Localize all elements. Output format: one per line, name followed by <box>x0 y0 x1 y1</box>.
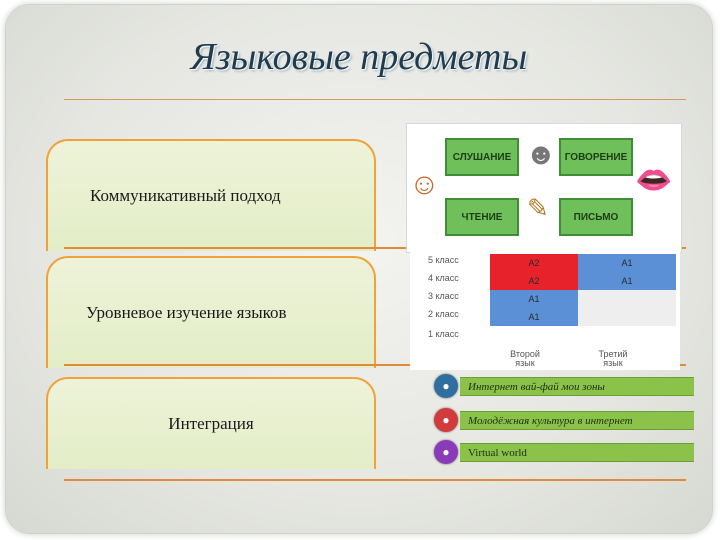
table-cell: A1 <box>490 308 578 326</box>
approach-label: Уровневое изучение языков <box>86 303 287 322</box>
column-label: Третий язык <box>598 349 628 368</box>
boy-listening-icon: ☺ <box>409 168 440 201</box>
pencil-icon: ✎ <box>527 194 549 223</box>
row-label: 4 класс <box>428 273 459 283</box>
column-label: Второй язык <box>510 349 540 368</box>
integration-item: Интернет вай-фай мои зоны <box>460 377 694 396</box>
skill-reading: ЧТЕНИЕ <box>445 198 519 236</box>
row-label: 1 класс <box>428 329 459 339</box>
table-cell: A2 <box>490 254 578 272</box>
row-label: 2 класс <box>428 309 459 319</box>
skill-listening: СЛУШАНИЕ <box>445 138 519 176</box>
bubble-icon: ● <box>434 408 458 432</box>
globe-icon: ● <box>434 374 458 398</box>
skill-writing: ПИСЬМО <box>559 198 633 236</box>
table-cell-empty <box>578 290 676 326</box>
integration-item: Молодёжная культура в интернет <box>460 411 694 430</box>
approach-label: Интеграция <box>168 414 254 433</box>
skill-speaking: ГОВОРЕНИЕ <box>559 138 633 176</box>
table-cell: A2 <box>490 272 578 290</box>
row-label: 3 класс <box>428 291 459 301</box>
section-divider <box>64 364 686 366</box>
approach-box-communicative: Коммуникативный подход <box>46 139 376 251</box>
page-title: Языковые предметы <box>190 36 528 78</box>
approach-box-levels: Уровневое изучение языков <box>46 256 376 368</box>
approach-label: Коммуникативный подход <box>90 186 281 205</box>
bottom-divider <box>64 479 686 481</box>
thinking-figure-icon: ☻ <box>525 138 557 171</box>
title-divider <box>64 99 686 100</box>
table-cell: A1 <box>578 272 676 290</box>
table-cell: A1 <box>578 254 676 272</box>
levels-table-image: 5 класс 4 класс 3 класс 2 класс 1 класс … <box>410 252 680 370</box>
mouth-icon: 👄 <box>635 164 673 197</box>
skills-image: СЛУШАНИЕ ГОВОРЕНИЕ ЧТЕНИЕ ПИСЬМО ☺ ☻ 👄 ✎ <box>406 123 682 253</box>
table-cell: A1 <box>490 290 578 308</box>
approach-box-integration: Интеграция <box>46 377 376 469</box>
row-label: 5 класс <box>428 255 459 265</box>
integration-item: Virtual world <box>460 443 694 462</box>
slide: Языковые предметы Коммуникативный подход… <box>6 5 712 533</box>
section-divider <box>64 247 686 249</box>
world-icon: ● <box>434 440 458 464</box>
